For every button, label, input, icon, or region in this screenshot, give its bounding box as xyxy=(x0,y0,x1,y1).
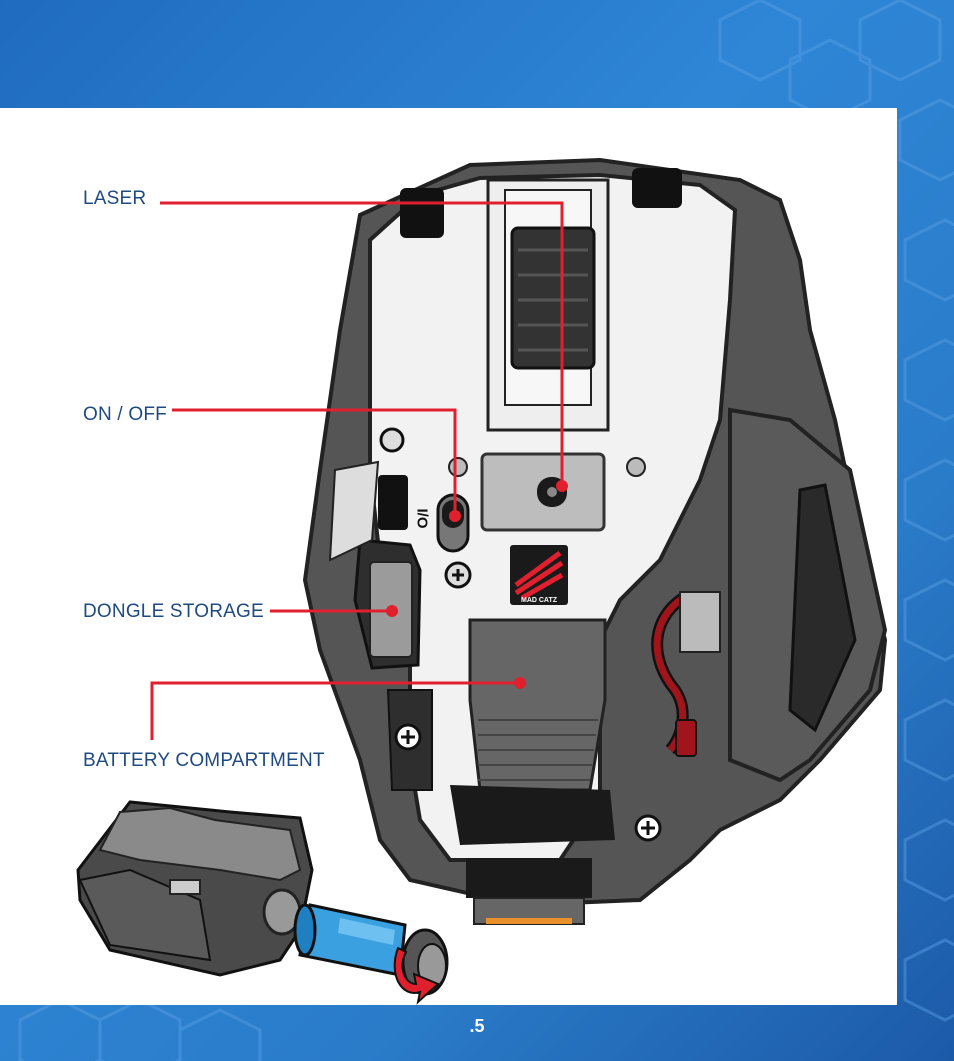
callout-on-off: ON / OFF xyxy=(83,404,167,425)
battery-inset xyxy=(76,800,449,1005)
laser-marker xyxy=(556,480,568,492)
rotate-arrow xyxy=(393,946,440,1005)
callout-laser: LASER xyxy=(83,188,147,209)
switch-label: I/O xyxy=(413,508,431,529)
callout-battery-compartment: BATTERY COMPARTMENT xyxy=(83,750,325,771)
leader-lines xyxy=(150,201,564,740)
callout-dongle-storage: DONGLE STORAGE xyxy=(83,601,264,622)
scroll-wheel xyxy=(510,226,596,370)
battery-marker xyxy=(514,677,526,689)
brand-label: MAD CATZ xyxy=(520,597,558,604)
dongle-marker xyxy=(386,605,398,617)
switch-marker xyxy=(449,510,461,522)
page-number: .5 xyxy=(469,1016,485,1036)
